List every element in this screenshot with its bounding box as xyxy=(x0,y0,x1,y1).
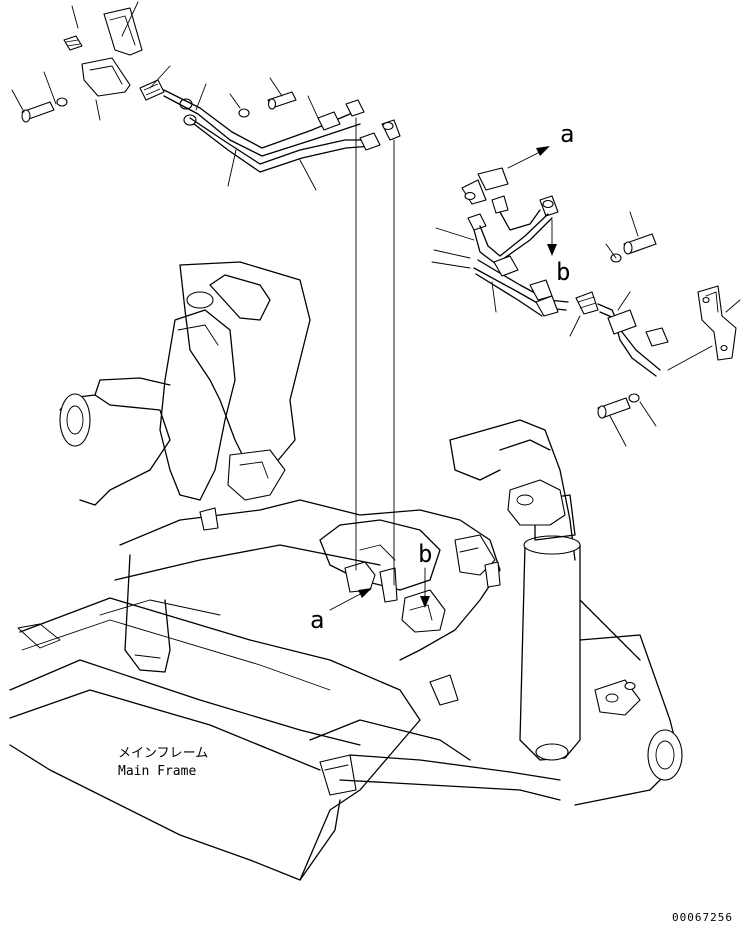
mounting-bracket xyxy=(103,7,143,56)
arrow-b-bottom xyxy=(420,596,430,608)
main-frame xyxy=(9,261,561,881)
reference-arrows xyxy=(329,146,557,611)
arrow-a-bottom xyxy=(358,588,372,598)
ref-label-b-top: b xyxy=(556,258,570,286)
top-left-tube-assembly xyxy=(11,1,401,586)
arrow-b-top xyxy=(547,244,557,256)
right-knuckle xyxy=(449,419,683,806)
ref-label-a-top: a xyxy=(560,120,574,148)
main-frame-label-en: Main Frame xyxy=(118,764,196,779)
ref-label-b-bottom: b xyxy=(418,540,432,568)
arrow-a-top xyxy=(536,146,550,156)
ref-label-a-bottom: a xyxy=(310,606,324,634)
main-frame-label-jp: メインフレーム xyxy=(118,746,208,761)
drawing-number: 00067256 xyxy=(672,911,733,924)
top-right-tube-assembly xyxy=(431,167,741,447)
labels: a b a b メインフレーム Main Frame 00067256 xyxy=(118,120,733,924)
